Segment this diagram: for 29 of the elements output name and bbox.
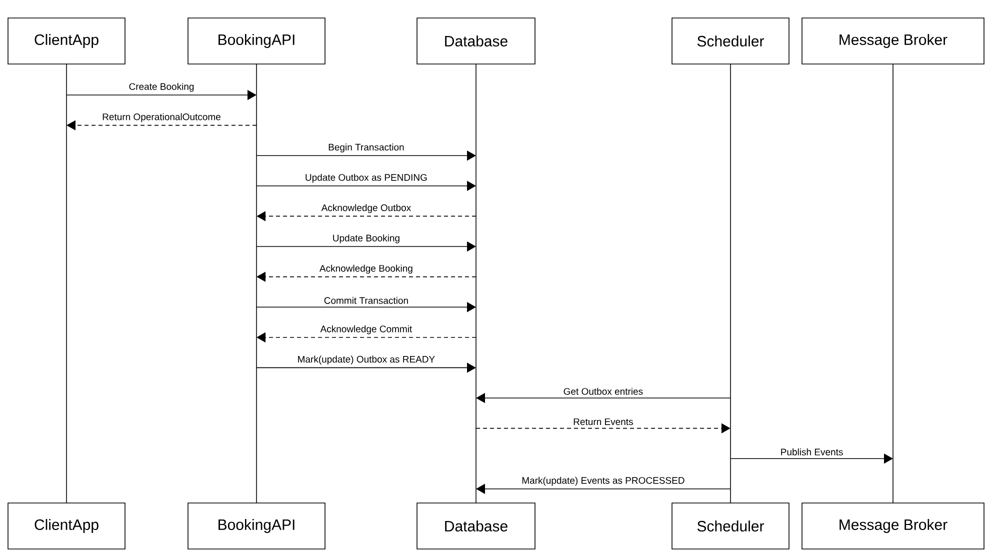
- message-label: Mark(update) Outbox as READY: [298, 356, 435, 364]
- message-label: Acknowledge Outbox: [321, 204, 411, 213]
- message-label: Create Booking: [129, 82, 194, 92]
- message-label: Commit Transaction: [324, 296, 408, 304]
- message-arrow: [256, 211, 476, 222]
- message-label: Publish Events: [781, 448, 843, 456]
- participant-box: ClientApp: [8, 18, 126, 64]
- message-label: Acknowledge Booking: [319, 264, 412, 274]
- message-label: Acknowledge Commit: [320, 325, 412, 334]
- message-label: Return Events: [574, 418, 633, 426]
- message-label: Return OperationalOutcome: [102, 113, 220, 122]
- participant-box: Database: [416, 502, 536, 550]
- message-arrow: [476, 423, 730, 434]
- participant-box: Message Broker: [802, 18, 984, 64]
- participant-box: Message Broker: [802, 502, 984, 550]
- participant-box: Scheduler: [672, 502, 790, 550]
- participant-box: Database: [416, 18, 536, 64]
- message-arrow: [256, 180, 476, 191]
- message-label: Begin Transaction: [328, 144, 404, 152]
- message-label: Update Outbox as PENDING: [306, 174, 427, 183]
- message-arrow: [66, 120, 257, 130]
- participant-box: BookingAPI: [188, 18, 326, 64]
- message-label: Mark(update) Events as PROCESSED: [522, 476, 684, 486]
- message-label: Get Outbox entries: [564, 388, 643, 395]
- participant-box: ClientApp: [8, 502, 126, 550]
- message-label: Update Booking: [333, 234, 400, 244]
- participant-box: BookingAPI: [188, 502, 326, 550]
- participant-box: Scheduler: [672, 18, 790, 64]
- message-arrow: [256, 272, 476, 282]
